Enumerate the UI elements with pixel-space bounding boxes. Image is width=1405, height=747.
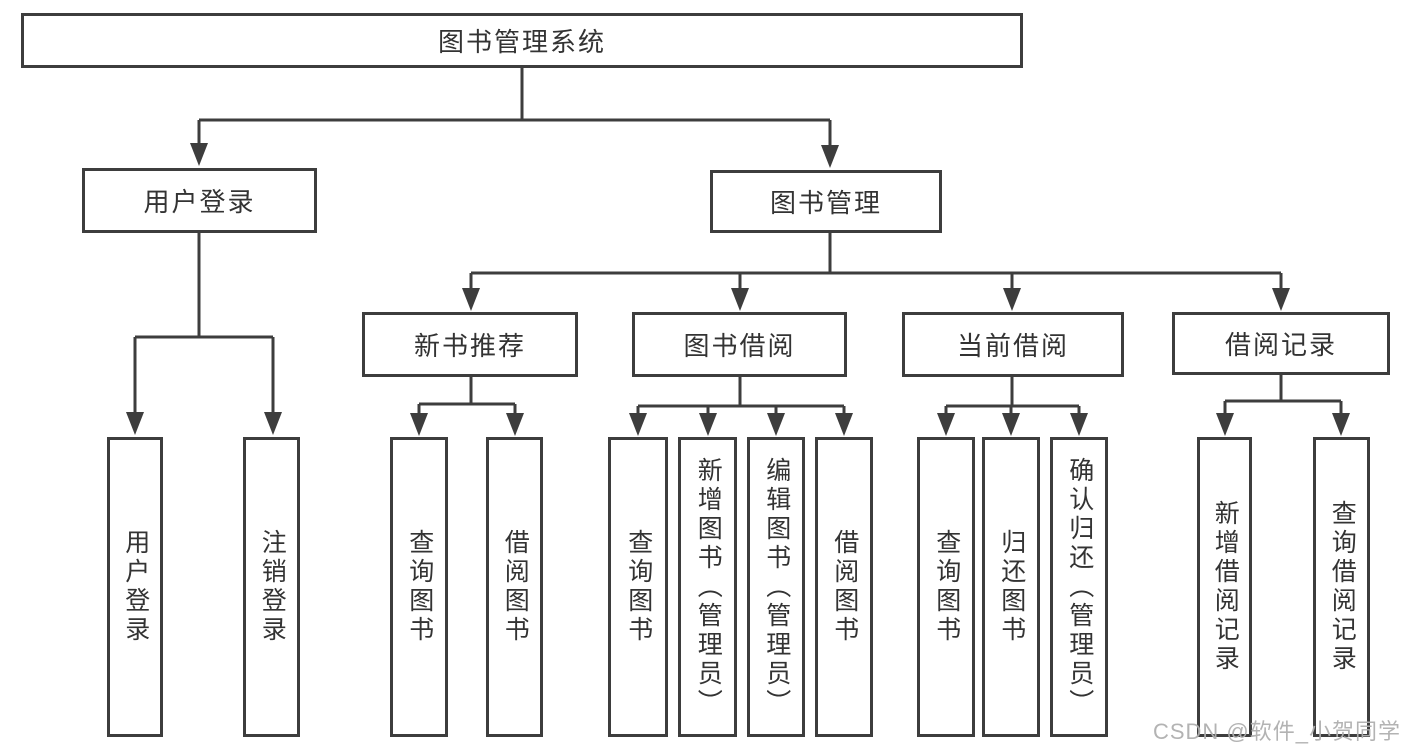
leaf-label: 查询借阅记录: [1328, 500, 1357, 674]
node-label: 用户登录: [143, 187, 256, 217]
arrowhead-icon: [821, 145, 839, 168]
connector-records-to-leaves: [1216, 375, 1350, 436]
leaf-query-books-borrow: 查询图书: [608, 437, 668, 737]
leaf-query-borrow-record: 查询借阅记录: [1313, 437, 1370, 737]
leaf-borrow-books-recommend: 借阅图书: [486, 437, 543, 737]
csdn-watermark: CSDN @软件_小贺同学: [1152, 719, 1401, 744]
node-library-management-system: 图书管理系统: [21, 13, 1023, 68]
node-book-management: 图书管理: [710, 170, 942, 233]
leaf-edit-books-admin: 编辑图书（管理员）: [747, 437, 805, 737]
leaf-label: 查询图书: [624, 529, 653, 645]
node-user-login: 用户登录: [82, 168, 317, 233]
leaf-confirm-return-admin: 确认归还（管理员）: [1050, 437, 1108, 737]
arrowhead-icon: [1216, 413, 1234, 436]
leaf-label: 借阅图书: [501, 529, 530, 645]
leaf-logout: 注销登录: [243, 437, 300, 737]
leaf-label: 归还图书: [997, 529, 1026, 645]
connector-userlogin-to-leaves: [126, 233, 282, 435]
arrowhead-icon: [126, 412, 144, 435]
arrowhead-icon: [506, 413, 524, 436]
arrowhead-icon: [699, 413, 717, 436]
arrowhead-icon: [937, 413, 955, 436]
arrowhead-icon: [190, 143, 208, 166]
leaf-label: 确认归还（管理员）: [1065, 456, 1094, 718]
arrowhead-icon: [835, 413, 853, 436]
leaf-add-books-admin: 新增图书（管理员）: [678, 437, 737, 737]
arrowhead-icon: [410, 413, 428, 436]
leaf-label: 编辑图书（管理员）: [762, 456, 791, 718]
arrowhead-icon: [629, 413, 647, 436]
node-label: 图书借阅: [683, 331, 796, 361]
connector-current-to-leaves: [937, 377, 1088, 436]
node-label: 图书管理系统: [437, 27, 606, 57]
arrowhead-icon: [731, 288, 749, 311]
leaf-label: 查询图书: [932, 529, 961, 645]
node-label: 新书推荐: [413, 331, 526, 361]
node-label: 借阅记录: [1224, 330, 1337, 360]
arrowhead-icon: [1332, 413, 1350, 436]
arrowhead-icon: [767, 413, 785, 436]
arrowhead-icon: [1272, 288, 1290, 311]
node-borrow-records: 借阅记录: [1172, 312, 1390, 375]
connector-newbooks-to-leaves: [410, 377, 524, 436]
connector-root-to-level2: [190, 68, 839, 168]
leaf-borrow-books: 借阅图书: [815, 437, 873, 737]
leaf-label: 注销登录: [258, 529, 287, 645]
arrowhead-icon: [264, 412, 282, 435]
node-book-borrow: 图书借阅: [632, 312, 847, 377]
node-new-book-recommend: 新书推荐: [362, 312, 578, 377]
leaf-label: 查询图书: [405, 529, 434, 645]
leaf-user-login: 用户登录: [107, 437, 163, 737]
node-current-borrow: 当前借阅: [902, 312, 1124, 377]
arrowhead-icon: [1002, 413, 1020, 436]
connector-borrow-to-leaves: [629, 377, 853, 436]
leaf-query-books-current: 查询图书: [917, 437, 975, 737]
node-label: 当前借阅: [956, 331, 1069, 361]
leaf-label: 用户登录: [121, 529, 150, 645]
arrowhead-icon: [1003, 288, 1021, 311]
arrowhead-icon: [1070, 413, 1088, 436]
connector-bookmgmt-to-level3: [462, 233, 1290, 311]
leaf-label: 借阅图书: [830, 529, 859, 645]
leaf-query-books-recommend: 查询图书: [390, 437, 448, 737]
node-label: 图书管理: [769, 188, 882, 218]
leaf-add-borrow-record: 新增借阅记录: [1197, 437, 1252, 737]
arrowhead-icon: [462, 288, 480, 311]
leaf-label: 新增图书（管理员）: [694, 456, 723, 718]
leaf-return-books: 归还图书: [982, 437, 1040, 737]
leaf-label: 新增借阅记录: [1211, 500, 1240, 674]
